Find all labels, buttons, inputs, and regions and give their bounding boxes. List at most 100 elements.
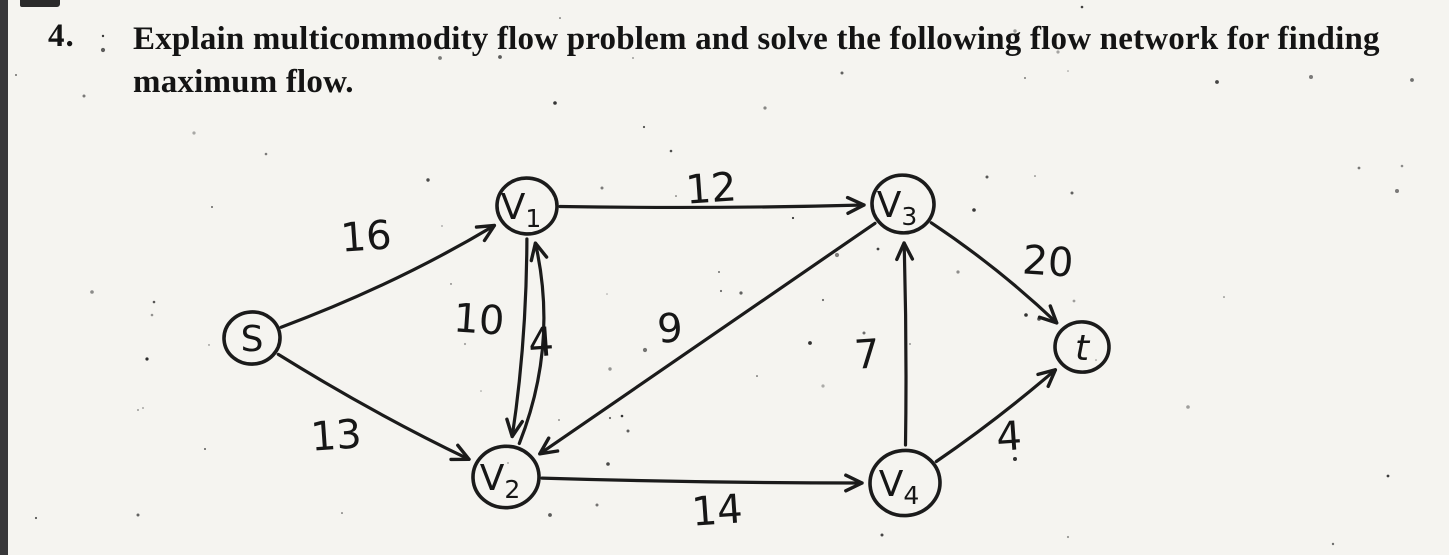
scan-speck [632,57,634,59]
scan-speck [142,407,144,409]
scan-speck [1331,542,1335,546]
scan-speck [808,341,812,345]
edge-v2-v4 [540,476,864,485]
scan-speck [150,313,154,317]
scan-speck [862,331,866,335]
scan-speck [211,206,213,208]
scan-speck [1223,296,1225,298]
scan-speck [1410,78,1414,82]
scan-speck [608,416,612,420]
node-v4 [868,448,942,518]
scan-speck [595,503,599,507]
capacity-label-s-v1: 16 [339,212,393,261]
scan-speck [834,252,840,258]
scan-speck [739,291,743,295]
scan-speck [438,56,442,60]
scan-speck [1357,166,1361,170]
capacity-label-s-v2: 13 [309,411,363,460]
scan-speck [15,74,17,76]
scan-speck [956,270,960,274]
scan-speck [480,390,482,392]
scan-speck [1215,80,1219,84]
scan-speck [208,344,210,346]
capacity-label-v3-v2: 9 [656,305,685,353]
capacity-label-v4-t: 4 [995,413,1024,461]
scan-speck [426,178,430,182]
scan-speck [718,271,720,273]
edge-v3-v2 [538,221,877,456]
arrowhead-v4-v3 [895,241,915,262]
edge-v2-v1 [517,241,546,446]
arrowhead-v1-v2 [505,417,524,439]
scan-speck [34,516,38,520]
scan-speck [450,283,452,285]
arrowhead-v1-v3 [845,195,866,215]
scan-speck [341,512,343,514]
scan-speck [507,462,509,464]
scan-speck [498,55,502,59]
node-t [1053,320,1111,374]
scan-speck [1386,474,1390,478]
node-label-s: S [241,319,264,360]
scan-speck [821,384,825,388]
scan-speck [152,300,156,304]
scan-speck [606,293,608,295]
scan-speck [756,375,758,377]
scan-speck [1186,405,1190,409]
node-label-t: t [1075,328,1091,369]
scan-speck [791,216,795,220]
scan-speck [1067,70,1069,72]
arrowhead-v3-v2 [538,436,560,456]
scan-speck [548,513,552,517]
scan-speck [669,149,673,153]
scan-speck [876,247,880,251]
scan-speck [82,94,86,98]
capacity-label-v2-v1: 4 [527,319,556,367]
scan-speck [397,36,401,40]
node-label-v4: V4 [879,464,920,510]
node-s [222,310,282,366]
capacity-label-v1-v3: 12 [684,164,738,213]
scan-speck [600,186,604,190]
arrowhead-v4-t [1036,368,1058,388]
scan-speck [1070,191,1074,195]
scan-speck [1034,175,1036,177]
capacity-label-v2-v4: 14 [690,486,744,535]
scan-speck [90,290,94,294]
scan-speck [192,131,196,135]
edge-v4-v3 [902,241,908,447]
scan-speck [1024,77,1026,79]
scan-speck [1037,317,1041,321]
scan-speck [675,195,677,197]
capacity-label-v1-v2: 10 [452,295,506,344]
scan-speck [1013,29,1017,33]
question-number: 4. [48,18,75,54]
edge-v4-t [934,368,1057,464]
scan-edge-bar [0,0,8,555]
scan-speck [1066,535,1070,539]
scan-speck [101,34,105,38]
arrowhead-s-v1 [474,223,497,243]
scan-speck [840,71,844,75]
scan-speck [136,513,140,517]
scan-speck [880,533,884,537]
arrowhead-s-v2 [449,443,471,462]
scan-speck [145,357,149,361]
node-label-v3: V3 [877,185,918,231]
arrowhead-v3-t [1037,304,1059,325]
scan-speck [559,17,561,19]
edge-s-v2 [276,352,471,461]
scan-speck [763,106,767,110]
scan-speck [1024,313,1028,317]
edge-v3-t [929,221,1059,325]
scan-speck [558,419,560,421]
scan-artifact-mark [20,0,60,7]
edge-v1-v3 [558,203,866,210]
scan-speck [1095,359,1097,361]
edge-v1-v2 [510,237,529,439]
scan-speck [821,298,825,302]
scan-speck [137,409,139,411]
scan-speck [642,347,648,353]
scan-speck [463,342,467,346]
